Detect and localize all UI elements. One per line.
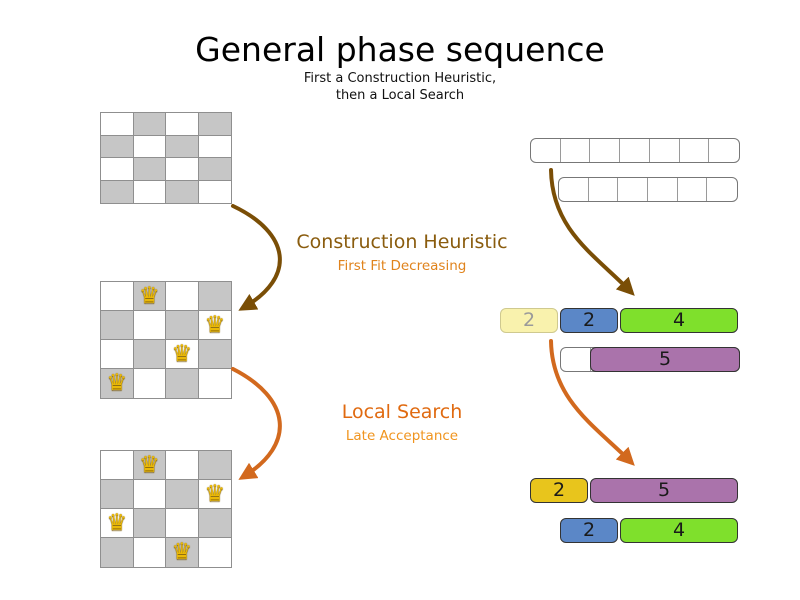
queen-icon: ♛	[138, 282, 160, 309]
board-cell	[166, 113, 199, 136]
board-cell	[101, 113, 134, 136]
late-acceptance-label: Late Acceptance	[345, 428, 459, 444]
queen-icon: ♛	[204, 311, 226, 338]
board-cell	[198, 180, 231, 203]
board-cell	[101, 158, 134, 181]
board-cell	[133, 480, 166, 509]
empty-bin-cell	[531, 139, 561, 162]
board-cell	[166, 180, 199, 203]
queen-icon: ♛	[204, 480, 226, 507]
board-cell	[166, 158, 199, 181]
board-cell	[101, 135, 134, 158]
board-cell	[101, 340, 134, 369]
board-cell	[198, 451, 231, 480]
board-cell: ♛	[198, 311, 231, 340]
board-cell	[133, 340, 166, 369]
board-cell	[133, 158, 166, 181]
board-cell	[101, 282, 134, 311]
board-cell: ♛	[133, 451, 166, 480]
subtitle-line-1: First a Construction Heuristic,	[303, 71, 497, 86]
board-cell	[133, 311, 166, 340]
bin-block-4: 4	[620, 308, 738, 333]
board-cell	[133, 509, 166, 538]
board-cell	[166, 509, 199, 538]
construction-heuristic-label-group: Construction Heuristic First Fit Decreas…	[238, 231, 566, 274]
queen-icon: ♛	[138, 451, 160, 478]
board-cell	[133, 369, 166, 398]
empty-bin-cell	[561, 139, 591, 162]
queens-board-initial	[100, 112, 232, 204]
queen-icon: ♛	[106, 370, 128, 396]
bin-block-2: 2	[530, 478, 588, 503]
board-cell	[133, 180, 166, 203]
board-cell	[101, 451, 134, 480]
empty-bin-cell	[561, 348, 591, 371]
bin-block-2: 2	[560, 308, 618, 333]
board-cell	[166, 369, 199, 398]
board-cell	[101, 180, 134, 203]
board-cell	[166, 282, 199, 311]
empty-bin-cell	[590, 139, 621, 162]
board-cell	[198, 135, 231, 158]
empty-bin-cell	[648, 178, 678, 201]
empty-bin-cell	[709, 139, 739, 162]
first-fit-decreasing-label: First Fit Decreasing	[337, 258, 467, 274]
queen-icon: ♛	[106, 509, 128, 536]
empty-bin-cell	[620, 139, 650, 162]
board-cell	[133, 135, 166, 158]
empty-bin-row-1	[530, 138, 740, 163]
bin-block-5: 5	[590, 347, 740, 372]
board-cell	[198, 113, 231, 136]
local-search-label: Local Search	[341, 401, 463, 423]
board-cell	[166, 451, 199, 480]
board-cell: ♛	[166, 538, 199, 567]
local-search-label-group: Local Search Late Acceptance	[238, 401, 566, 444]
board-cell	[166, 135, 199, 158]
bin-block-4: 4	[620, 518, 738, 543]
queens-board-after-local-search: ♛ ♛ ♛ ♛	[100, 450, 232, 568]
board-cell	[133, 113, 166, 136]
board-cell	[166, 311, 199, 340]
empty-bin-cell	[678, 178, 708, 201]
board-cell: ♛	[166, 340, 199, 369]
board-cell	[198, 158, 231, 181]
empty-bin-row-2	[558, 177, 738, 202]
board-cell	[198, 509, 231, 538]
queen-icon: ♛	[171, 340, 193, 367]
board-cell	[101, 480, 134, 509]
board-cell	[198, 340, 231, 369]
empty-bin-cell	[680, 139, 710, 162]
queens-board-after-construction: ♛ ♛ ♛ ♛	[100, 281, 232, 399]
board-cell: ♛	[133, 282, 166, 311]
bin-block-2: 2	[560, 518, 618, 543]
bin-block-5: 5	[590, 478, 738, 503]
board-cell	[198, 369, 231, 398]
board-cell	[198, 282, 231, 311]
queen-icon: ♛	[171, 539, 193, 565]
construction-heuristic-label: Construction Heuristic	[296, 231, 508, 253]
board-cell	[101, 538, 134, 567]
subtitle-line-2: then a Local Search	[335, 88, 465, 103]
board-cell	[198, 538, 231, 567]
page-subtitle: First a Construction Heuristic, then a L…	[0, 70, 800, 104]
board-cell: ♛	[198, 480, 231, 509]
board-cell	[101, 311, 134, 340]
bin-row-construction-2: 5	[560, 347, 740, 372]
empty-bin-cell	[618, 178, 649, 201]
empty-bin-cell	[650, 139, 680, 162]
empty-bin-cell	[589, 178, 619, 201]
board-cell: ♛	[101, 369, 134, 398]
empty-bin-cell	[707, 178, 737, 201]
page-title: General phase sequence	[195, 30, 605, 69]
board-cell	[133, 538, 166, 567]
empty-bin-cell	[559, 178, 589, 201]
board-cell: ♛	[101, 509, 134, 538]
board-cell	[166, 480, 199, 509]
bin-block-2: 2	[500, 308, 558, 333]
